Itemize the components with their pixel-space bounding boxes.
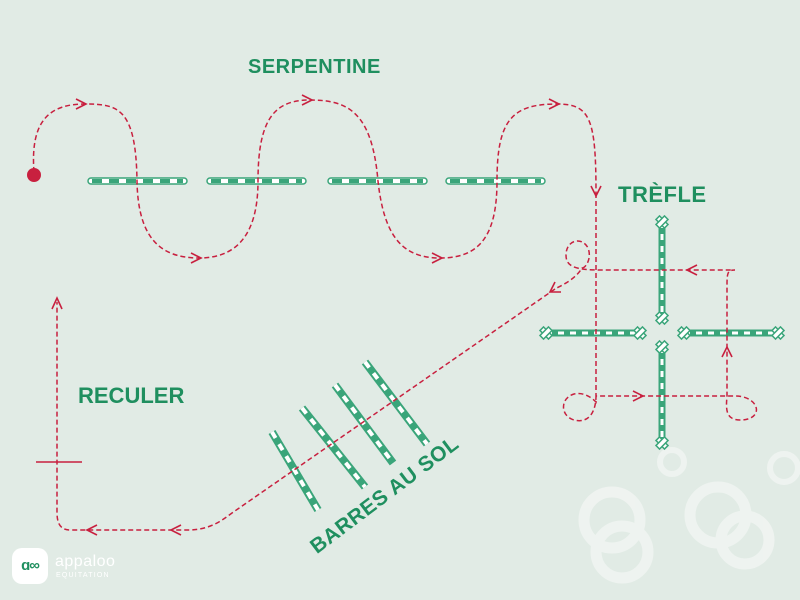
brand-tagline: EQUITATION (56, 572, 110, 579)
arrow-icon (548, 98, 561, 110)
arrow-icon (721, 345, 733, 358)
pole (206, 177, 307, 185)
serpentine-path (32, 99, 597, 259)
x-marker-icons (538, 214, 786, 451)
arrow-icon (169, 524, 182, 536)
arrow-icon (85, 524, 98, 536)
trefle-path (554, 193, 758, 422)
arrow-icon (301, 94, 314, 106)
trefle-label: TRÈFLE (618, 182, 707, 207)
pole (445, 177, 546, 185)
ground-poles (268, 359, 431, 513)
arrow-icon (548, 281, 561, 293)
x-marker-icon (538, 325, 554, 341)
x-marker-icon (770, 325, 786, 341)
arrow-icon (590, 185, 602, 198)
start-dot-icon (27, 168, 41, 182)
x-marker-icon (654, 435, 670, 451)
x-marker-icon (654, 310, 670, 326)
x-marker-icon (654, 339, 670, 355)
trefle-poles (538, 214, 786, 451)
x-marker-icon (676, 325, 692, 341)
arrow-icon (431, 252, 444, 264)
background-decor (578, 447, 800, 584)
serpentine-label: SERPENTINE (248, 56, 381, 78)
logo-icon: ɑ∞ (12, 548, 48, 584)
arrow-icon (51, 296, 63, 310)
brand-name: appaloo (55, 553, 116, 570)
connector-path (56, 288, 556, 531)
x-marker-icon (632, 325, 648, 341)
arrow-icon (685, 264, 698, 276)
logo-mark: ɑ∞ (21, 557, 40, 574)
arrow-icon (75, 98, 88, 110)
arrow-icon (632, 390, 645, 402)
x-marker-icon (654, 214, 670, 230)
reculer-label: RECULER (78, 383, 185, 408)
arrow-icons (51, 94, 733, 536)
arrow-icon (190, 252, 203, 264)
riding-path (32, 99, 758, 531)
